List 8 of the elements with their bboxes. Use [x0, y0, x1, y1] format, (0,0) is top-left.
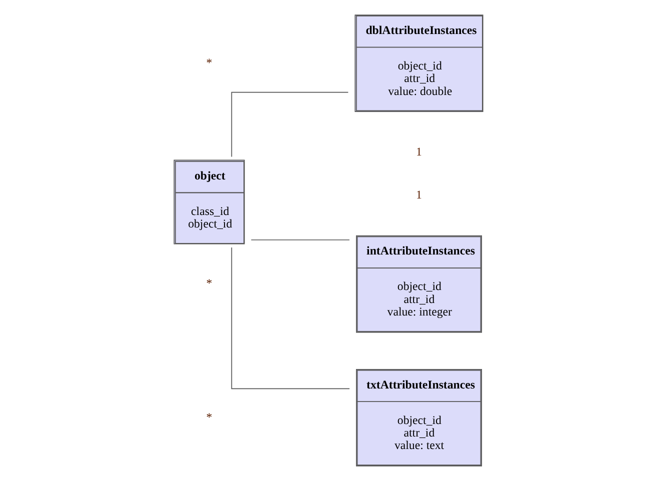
- connector: [250, 239, 350, 240]
- connector: [231, 92, 349, 158]
- label: *: [206, 55, 212, 70]
- label: 1: [416, 144, 422, 158]
- label: 1: [416, 187, 422, 202]
- label: *: [206, 410, 212, 424]
- label: *: [206, 276, 212, 290]
- connector: [231, 247, 350, 390]
